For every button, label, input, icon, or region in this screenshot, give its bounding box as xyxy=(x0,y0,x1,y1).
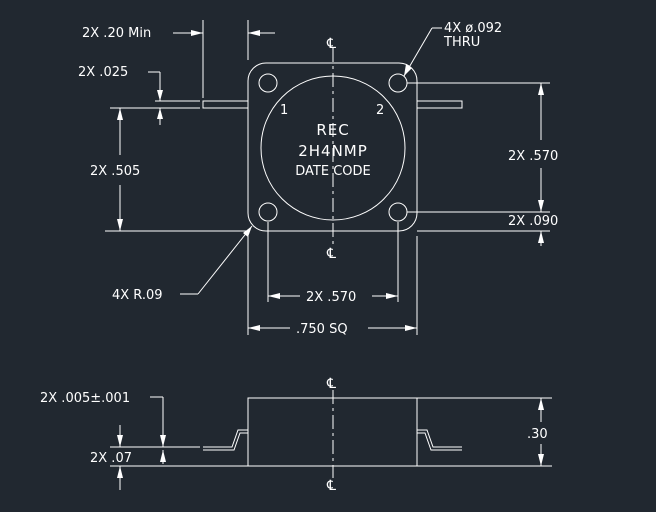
dim-body-height: .30 xyxy=(527,427,548,442)
dim-hole-spacing-y: 2X .570 xyxy=(508,149,558,164)
arrowhead xyxy=(538,398,544,410)
arrowhead xyxy=(117,219,123,231)
side-lead-right-edge xyxy=(417,432,462,451)
dim-lead-thickness: 2X .025 xyxy=(78,65,128,80)
dim-hole-spacing-x: 2X .570 xyxy=(306,290,356,305)
arrowhead xyxy=(248,325,260,331)
arrowhead xyxy=(157,108,163,119)
marking-date-code: DATE CODE xyxy=(295,164,371,179)
mounting-hole xyxy=(388,202,408,222)
marking-rec: REC xyxy=(316,121,349,139)
dim-min-length: 2X .20 Min xyxy=(82,26,151,41)
dim-body-width: .750 SQ xyxy=(296,322,348,337)
mounting-hole xyxy=(388,73,408,93)
dim-lead-offset: 2X .505 xyxy=(90,164,140,179)
centerline-symbol-bottom: ℄ xyxy=(326,246,336,262)
lead-right xyxy=(416,100,463,109)
arrowhead xyxy=(386,293,398,299)
dim-hole-thru: THRU xyxy=(443,35,480,50)
dim-corner-radius: 4X R.09 xyxy=(112,288,163,303)
side-centerline-symbol-bottom: ℄ xyxy=(326,478,336,494)
dim-lead-thickness-tol: 2X .005±.001 xyxy=(40,391,130,406)
mounting-hole xyxy=(258,73,278,93)
arrowhead xyxy=(268,293,280,299)
arrowhead xyxy=(243,226,252,237)
marking-part-number: 2H4NMP xyxy=(298,142,368,160)
arrowhead xyxy=(117,466,123,478)
arrowhead xyxy=(160,450,166,462)
lead-left xyxy=(202,100,249,109)
pin-2-label: 2 xyxy=(376,103,384,118)
arrowhead xyxy=(191,30,203,36)
mounting-hole xyxy=(258,202,278,222)
arrowhead xyxy=(404,64,412,76)
pin-1-label: 1 xyxy=(280,103,288,118)
arrowhead xyxy=(117,108,123,120)
arrowhead xyxy=(538,454,544,466)
arrowhead xyxy=(157,90,163,101)
leader-line xyxy=(197,225,253,295)
side-lead-left xyxy=(203,429,248,448)
dim-lead-height: 2X .07 xyxy=(90,451,132,466)
arrowhead xyxy=(160,435,166,447)
dim-hole-diameter: 4X ø.092 xyxy=(444,21,502,36)
arrowhead xyxy=(538,200,544,212)
dim-hole-edge: 2X .090 xyxy=(508,214,558,229)
arrowhead xyxy=(405,325,417,331)
arrowhead xyxy=(538,83,544,95)
arrowhead xyxy=(538,231,544,243)
arrowhead xyxy=(117,435,123,447)
side-centerline-symbol-top: ℄ xyxy=(326,376,336,392)
side-lead-left-edge xyxy=(203,432,248,451)
arrowhead xyxy=(248,30,260,36)
centerline-symbol-top: ℄ xyxy=(326,36,336,52)
side-lead-right xyxy=(417,429,462,448)
